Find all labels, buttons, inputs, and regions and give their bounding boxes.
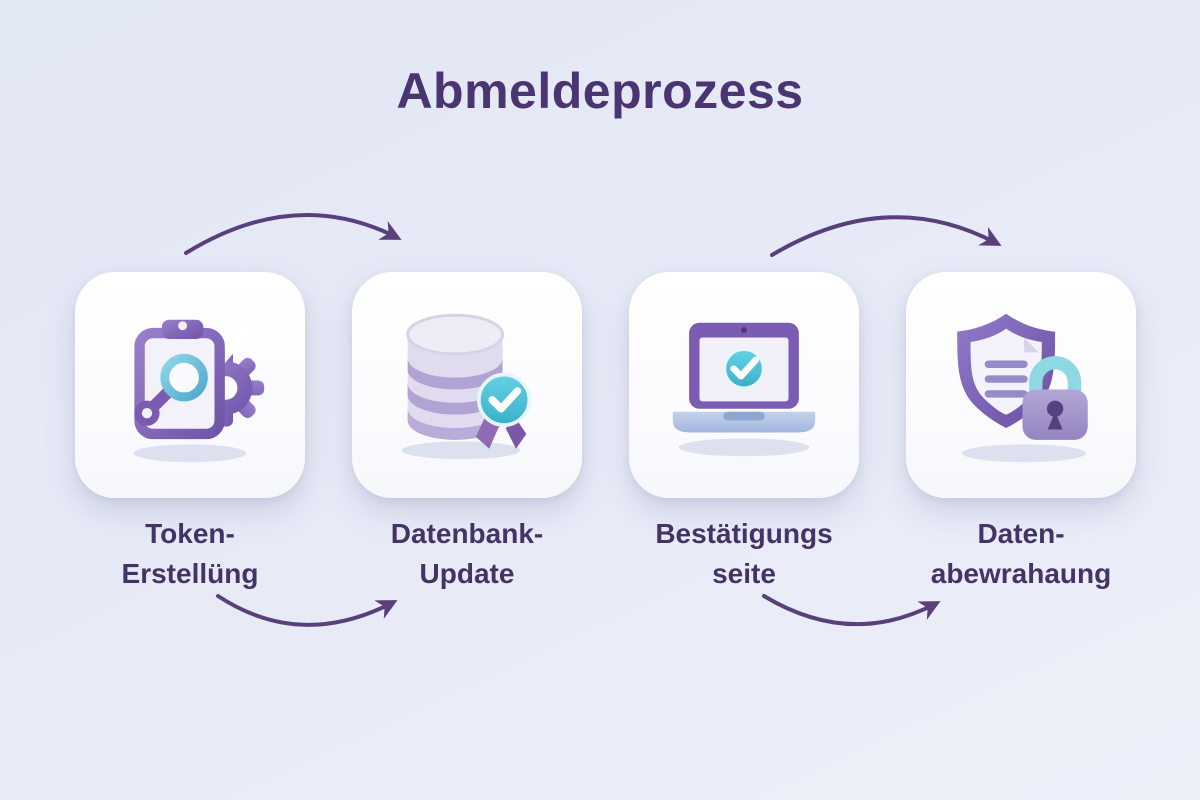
step-card-datenbank-update [352,272,582,498]
step-label-line: Daten- [977,518,1065,549]
step-label-line: Update [419,558,515,589]
step-label-line: Bestätigungs [655,518,833,549]
curved-arrow-bottom-right [762,594,941,627]
shield-lock-icon [957,313,1088,463]
step-label-line: abewrahaung [930,558,1112,589]
step-label-line: Datenbank- [390,518,544,549]
step-label-token-erstellung: Token- Erstellüng [45,514,335,594]
step-label-line: Token- [145,518,235,549]
curved-arrow-bottom-left [216,594,398,627]
step-card-datenaufbewahrung [906,272,1136,498]
curved-arrow-top-right [770,215,1002,257]
clipboard-search-gear-icon [133,319,265,463]
step-card-bestaetigungsseite [629,272,859,498]
step-label-line: Erstellüng [121,558,259,589]
database-check-icon [401,313,532,460]
step-label-bestaetigungsseite: Bestätigungs seite [599,514,889,594]
page-title: Abmeldeprozess [396,63,804,119]
laptop-check-icon [672,322,816,457]
step-label-line: seite [712,558,776,589]
step-label-datenaufbewahrung: Daten- abewrahaung [876,514,1166,594]
curved-arrow-top-left [184,212,402,255]
step-card-token-erstellung [75,272,305,498]
step-label-datenbank-update: Datenbank- Update [322,514,612,594]
